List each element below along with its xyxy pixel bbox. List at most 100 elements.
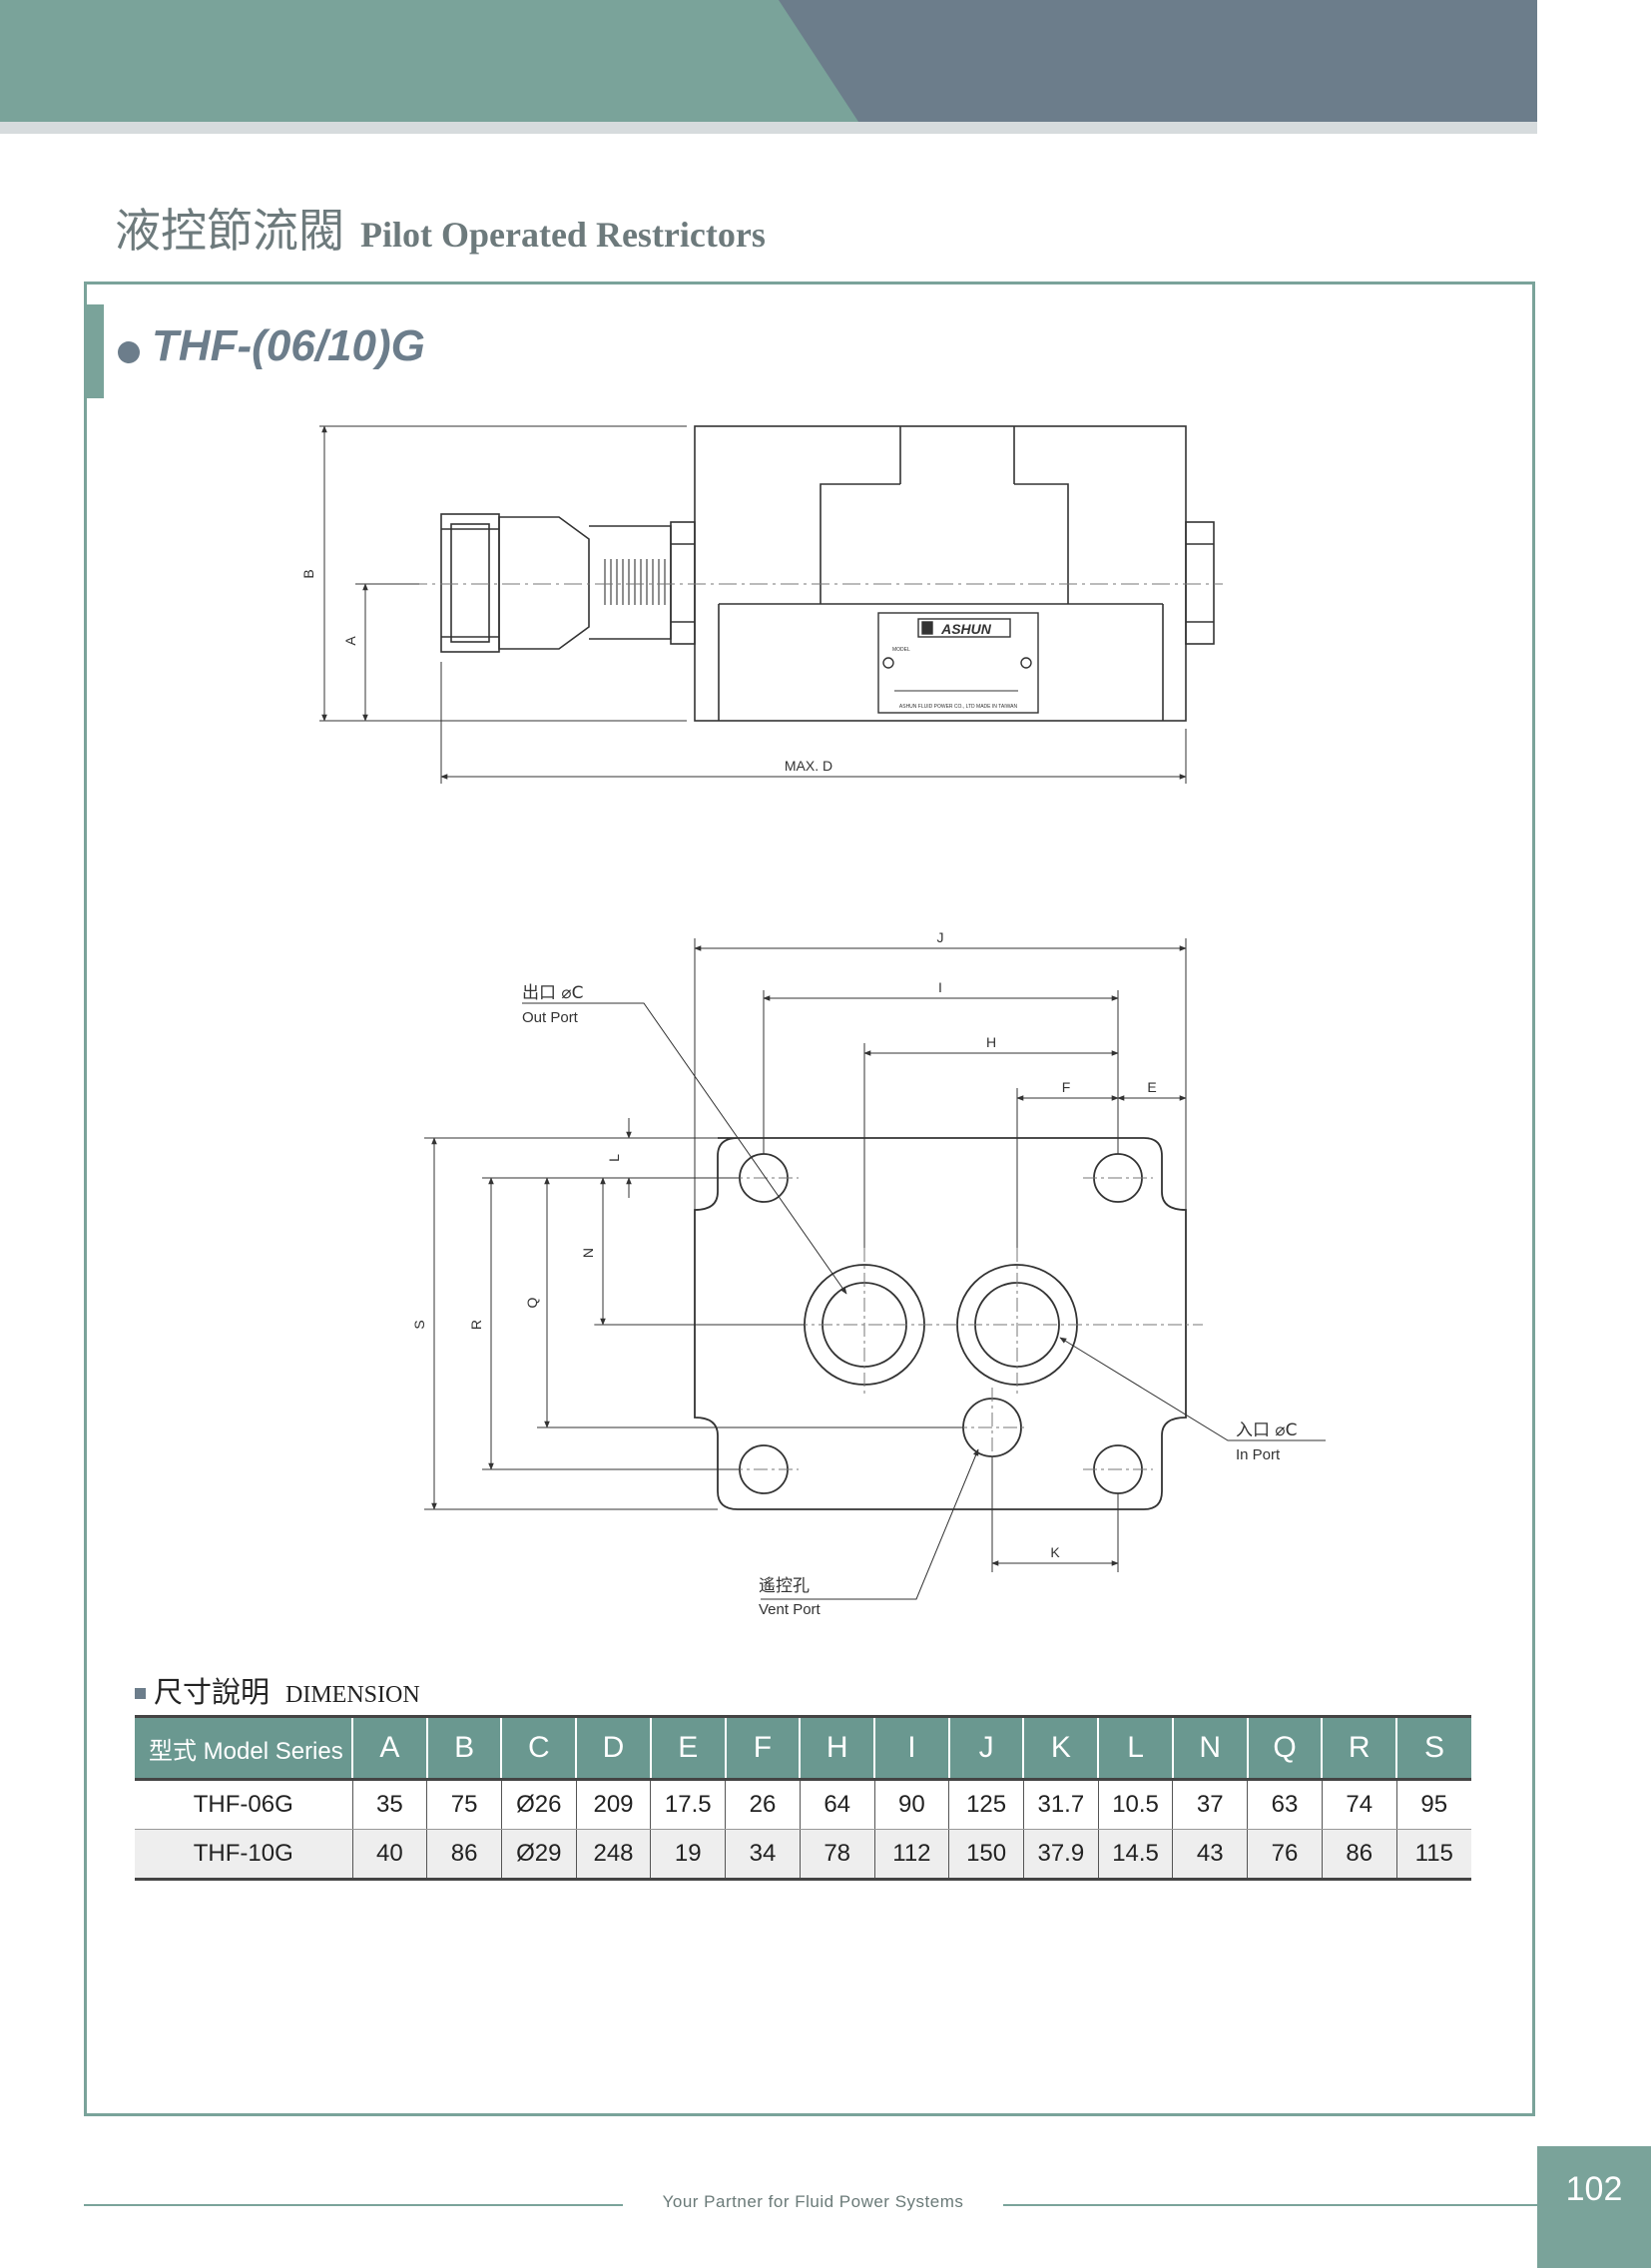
column-header: A — [351, 1715, 427, 1781]
dim-e-label: E — [1147, 1079, 1156, 1095]
table-cell: 35 — [351, 1779, 427, 1830]
dim-f-label: F — [1062, 1079, 1071, 1095]
column-header: H — [799, 1715, 875, 1781]
nameplate-footer: ASHUN FLUID POWER CO., LTD MADE IN TAIWA… — [899, 704, 1018, 710]
table-cell: 17.5 — [650, 1779, 726, 1830]
column-header: E — [649, 1715, 726, 1781]
header-strip — [0, 122, 1537, 134]
table-cell: 76 — [1247, 1829, 1323, 1881]
column-header: B — [425, 1715, 502, 1781]
in-port-label-en: In Port — [1236, 1446, 1281, 1463]
out-port-label-en: Out Port — [522, 1009, 579, 1026]
column-header: I — [873, 1715, 949, 1781]
model-cell: THF-10G — [135, 1829, 352, 1881]
dimension-heading: 尺寸說明 DIMENSION — [135, 1669, 420, 1711]
model-series-header: 型式 Model Series — [135, 1715, 352, 1781]
column-header: R — [1321, 1715, 1397, 1781]
table-cell: 64 — [799, 1779, 875, 1830]
page-number: 102 — [1565, 2170, 1623, 2208]
table-cell: 63 — [1247, 1779, 1323, 1830]
table-cell: Ø26 — [500, 1779, 577, 1830]
bottom-view-drawing — [694, 1137, 1187, 1510]
content-frame — [84, 282, 1535, 2116]
dim-b-label: B — [300, 569, 316, 578]
table-cell: 37 — [1172, 1779, 1248, 1830]
column-header: J — [947, 1715, 1024, 1781]
nameplate-model-label: MODEL — [892, 647, 910, 653]
dim-i-label: I — [938, 979, 942, 995]
bullet-icon — [118, 340, 140, 363]
table-cell: 150 — [948, 1829, 1024, 1881]
table-cell: 19 — [650, 1829, 726, 1881]
square-bullet-icon — [135, 1688, 146, 1700]
dim-s-label: S — [411, 1320, 427, 1329]
out-port-label-cn: 出口 ⌀C — [522, 983, 584, 1003]
table-cell: 115 — [1395, 1829, 1471, 1881]
frame-accent-bar — [84, 304, 104, 398]
column-header: D — [575, 1715, 651, 1781]
in-port-label-cn: 入口 ⌀C — [1236, 1420, 1298, 1440]
nameplate — [877, 612, 1039, 714]
thread-hatching — [604, 559, 666, 605]
dim-n-label: N — [580, 1248, 596, 1258]
dim-r-label: R — [468, 1320, 484, 1330]
page-title: 液控節流閥 Pilot Operated Restrictors — [115, 195, 766, 261]
dim-q-label: Q — [524, 1297, 540, 1308]
table-cell: 10.5 — [1097, 1779, 1173, 1830]
table-cell: 43 — [1172, 1829, 1248, 1881]
page-number-box — [1537, 2146, 1651, 2268]
model-heading: THF-(06/10)G — [118, 321, 425, 371]
table-cell: 95 — [1395, 1779, 1471, 1830]
table-row: THF-10G 40 86 Ø29 248 19 34 78 112 150 3… — [135, 1829, 1471, 1881]
table-cell: 209 — [575, 1779, 651, 1830]
table-cell: 40 — [351, 1829, 427, 1881]
bottom-dimension-lines — [424, 938, 1326, 1600]
footer-rule-right — [1003, 2204, 1537, 2206]
table-cell: 248 — [575, 1829, 651, 1881]
model-title: THF-(06/10)G — [152, 321, 425, 370]
title-chinese: 液控節流閥 — [115, 204, 344, 258]
table-cell: 74 — [1321, 1779, 1397, 1830]
model-cell: THF-06G — [135, 1779, 352, 1830]
column-header: L — [1097, 1715, 1173, 1781]
dimension-heading-en: DIMENSION — [285, 1682, 420, 1708]
dimension-table: 型式 Model Series A B C D E F H I J K L N … — [135, 1715, 1471, 1881]
column-header: N — [1171, 1715, 1248, 1781]
footer-tagline: Your Partner for Fluid Power Systems — [662, 2192, 964, 2211]
table-cell: 34 — [725, 1829, 801, 1881]
dimension-heading-cn: 尺寸說明 — [154, 1675, 271, 1709]
table-cell: 112 — [873, 1829, 949, 1881]
dim-l-label: L — [606, 1154, 622, 1162]
nameplate-brand: ASHUN — [940, 621, 992, 637]
column-header: C — [500, 1715, 577, 1781]
table-cell: 125 — [948, 1779, 1024, 1830]
dim-h-label: H — [986, 1034, 996, 1050]
title-english: Pilot Operated Restrictors — [360, 215, 766, 255]
table-cell: 78 — [799, 1829, 875, 1881]
dim-k-label: K — [1050, 1544, 1060, 1560]
footer-rule-left — [84, 2204, 623, 2206]
column-header: F — [724, 1715, 801, 1781]
bottom-centerlines — [594, 1177, 1203, 1470]
header-band-accent — [779, 0, 1537, 122]
table-cell: 31.7 — [1022, 1779, 1099, 1830]
table-row: THF-06G 35 75 Ø26 209 17.5 26 64 90 125 … — [135, 1779, 1471, 1830]
table-cell: 14.5 — [1097, 1829, 1173, 1881]
table-cell: Ø29 — [500, 1829, 577, 1881]
table-cell: 90 — [873, 1779, 949, 1830]
technical-drawings: ASHUN MODEL ASHUN FLUID POWER CO., LTD M… — [300, 425, 1326, 1618]
side-dimension-lines — [319, 425, 1187, 784]
column-header: Q — [1246, 1715, 1323, 1781]
table-cell: 26 — [725, 1779, 801, 1830]
dim-a-label: A — [342, 636, 358, 646]
column-header: S — [1395, 1715, 1471, 1781]
table-cell: 86 — [426, 1829, 502, 1881]
table-cell: 37.9 — [1022, 1829, 1099, 1881]
table-cell: 75 — [426, 1779, 502, 1830]
table-header-row: 型式 Model Series A B C D E F H I J K L N … — [135, 1715, 1471, 1781]
dim-j-label: J — [937, 929, 944, 945]
dim-maxd-label: MAX. D — [785, 758, 832, 774]
column-header: K — [1022, 1715, 1099, 1781]
vent-port-label-cn: 遙控孔 — [759, 1576, 810, 1596]
side-view-drawing — [440, 425, 1215, 722]
